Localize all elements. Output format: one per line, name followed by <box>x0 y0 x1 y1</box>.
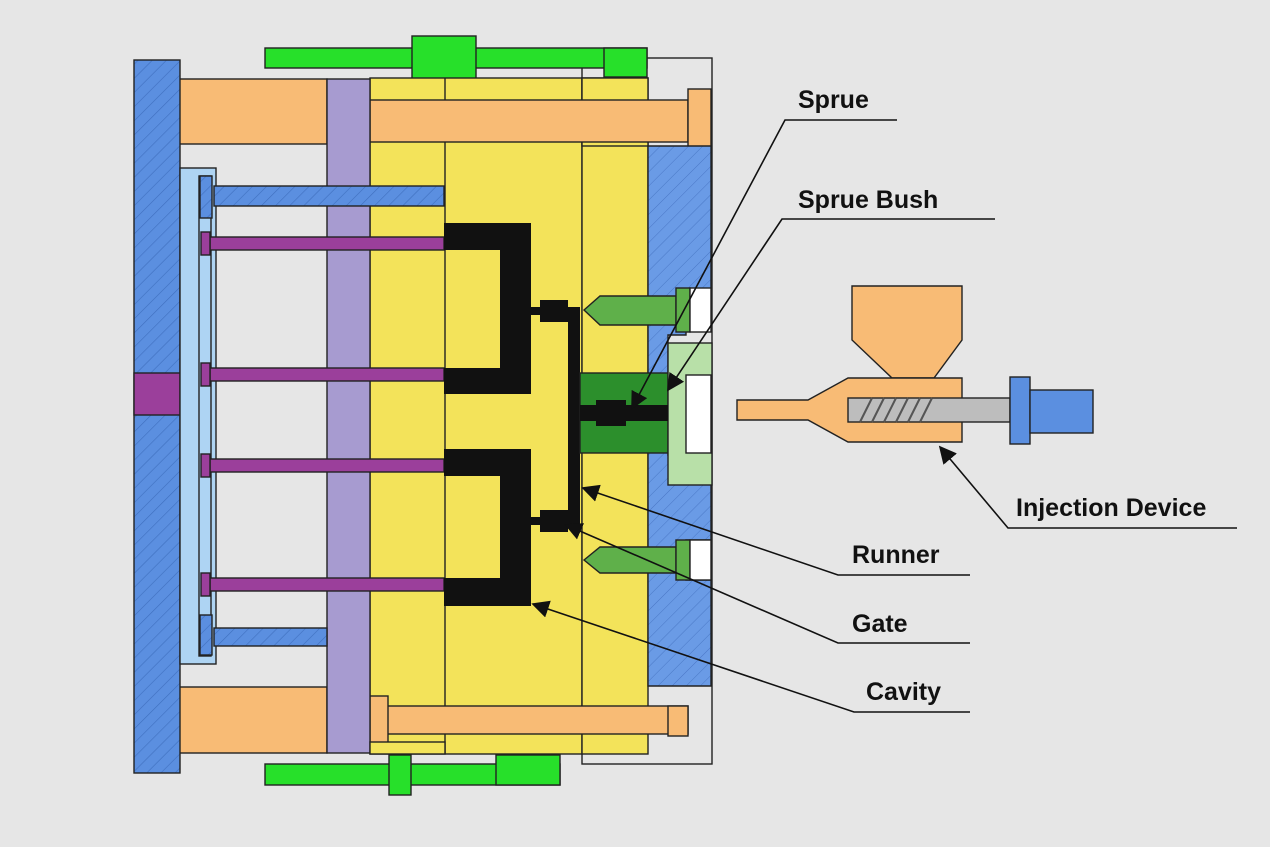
ejector-pin-head <box>200 453 211 478</box>
locating-pin-upper-head <box>675 287 691 333</box>
ejector-pin-head <box>200 572 211 597</box>
leader-pin-top-right <box>369 99 689 143</box>
screw-flights <box>859 397 933 423</box>
label-sprue-bush: Sprue Bush <box>798 186 938 214</box>
return-pin-bottom-head <box>199 614 213 656</box>
core-plate <box>369 77 583 755</box>
moving-clamp-plate <box>133 59 181 774</box>
locating-pin-upper <box>582 295 677 326</box>
runner <box>568 307 580 525</box>
gate-leader <box>564 523 970 644</box>
locating-pin-lower <box>582 546 677 574</box>
bottom-guide-stem <box>388 754 412 796</box>
top-guide-end <box>603 47 648 78</box>
sprue-bush-leader <box>667 218 995 392</box>
injection-device <box>736 285 1094 445</box>
screw-coupling <box>1009 376 1031 445</box>
mold-assembly <box>133 35 713 796</box>
ejector-pin-head <box>200 231 211 256</box>
cavity-lower <box>444 449 531 606</box>
injection-device-leader <box>938 445 1237 529</box>
leader-pin-bottom-right <box>369 705 689 735</box>
gate-lower-block <box>540 510 568 532</box>
top-guide-block <box>411 35 477 80</box>
label-injection-device: Injection Device <box>1016 494 1206 522</box>
locating-pin-lower-slot <box>689 539 712 581</box>
runner-leader <box>581 484 970 576</box>
leader-pin-bottom-head <box>667 705 689 737</box>
gate-upper-block <box>540 300 568 322</box>
knockout-block <box>133 372 181 416</box>
bottom-guide-block <box>495 754 561 786</box>
drive-motor <box>1029 389 1094 434</box>
label-sprue: Sprue <box>798 86 869 114</box>
cavity-leader <box>531 600 970 713</box>
return-pin-top-head <box>199 175 213 219</box>
label-runner: Runner <box>852 541 940 569</box>
sprue-leader <box>631 119 897 410</box>
return-pin-top <box>213 185 445 207</box>
cavity-upper <box>444 223 531 394</box>
hopper <box>851 285 963 379</box>
sprue-bush-head <box>685 374 712 454</box>
leader-pin-bottom <box>178 686 328 754</box>
ejector-pin <box>209 458 445 473</box>
ejector-pin-head <box>200 362 211 387</box>
ejector-pin <box>209 236 445 251</box>
leader-pin-top-head <box>687 88 712 154</box>
annotation-leaders <box>531 119 1237 713</box>
spacer-block <box>326 78 371 754</box>
ejector-pin <box>209 577 445 592</box>
screw-shaft <box>847 397 1011 423</box>
return-pin-bottom <box>213 627 328 647</box>
ejector-pin <box>209 367 445 382</box>
locating-pin-upper-slot <box>689 287 712 333</box>
label-cavity: Cavity <box>866 678 941 706</box>
label-gate: Gate <box>852 610 908 638</box>
leader-pin-bottom-stem <box>369 741 446 755</box>
leader-pin-bottom-collar <box>369 695 389 745</box>
sprue-tip <box>596 400 626 426</box>
labels: Sprue Sprue Bush Injection Device Runner… <box>798 86 1206 706</box>
leader-pin-top <box>178 78 328 145</box>
